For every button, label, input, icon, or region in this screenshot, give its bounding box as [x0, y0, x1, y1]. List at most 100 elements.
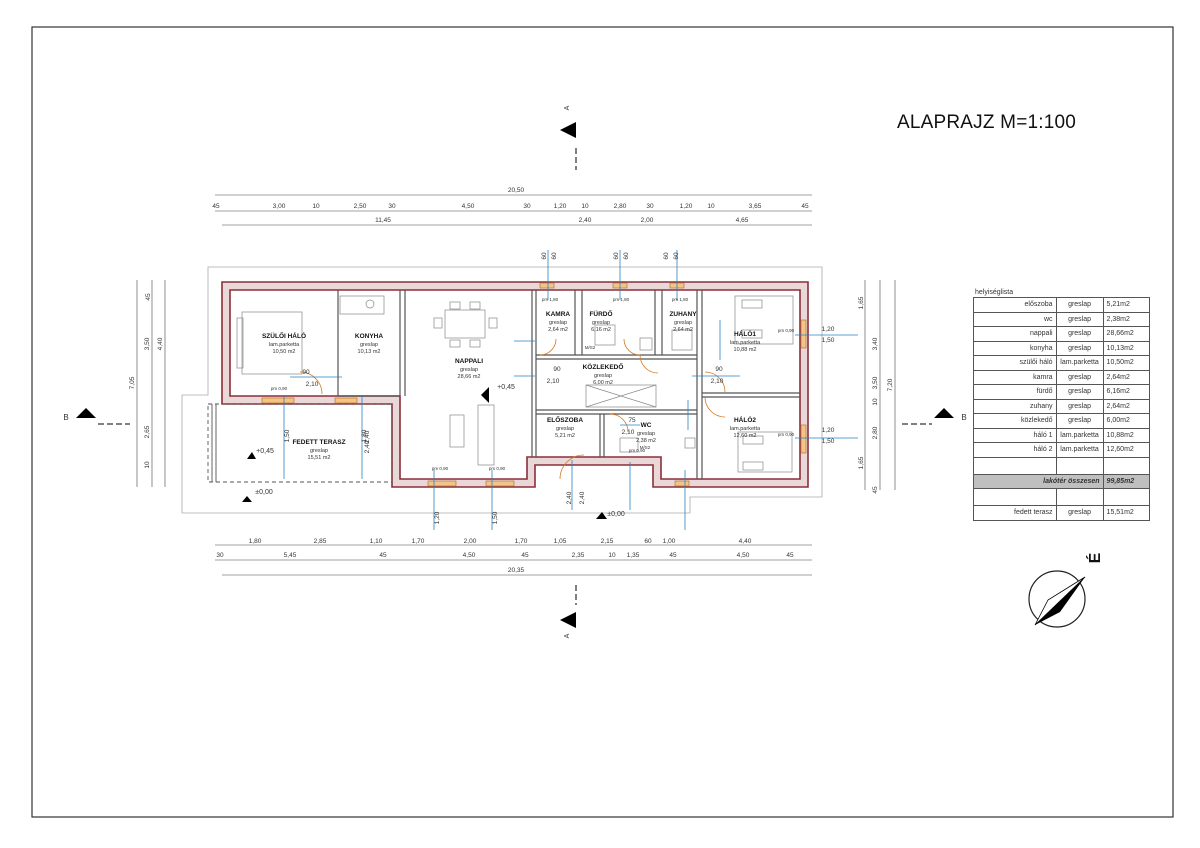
table-cell: greslap: [1055, 505, 1104, 521]
doors: [299, 338, 726, 480]
window-width-label: 60: [551, 252, 558, 260]
table-cell: wc: [973, 311, 1057, 327]
dimension-label: 4,50: [462, 203, 475, 210]
room-floor-zuhany: greslap: [674, 320, 692, 326]
table-cell: [1102, 488, 1151, 506]
sheet-frame: [31, 26, 1174, 818]
room-name-konyha: KONYHA: [355, 333, 383, 340]
table-cell: greslap: [1055, 311, 1104, 327]
room-area-kozlekedo: 6,00 m2: [593, 380, 613, 386]
table-cell: háló 2: [973, 442, 1057, 458]
parapet-label: pm 1,80: [672, 297, 689, 302]
dimension-label: 45: [379, 552, 387, 559]
dimension-label: 30: [388, 203, 396, 210]
room-area-konyha: 10,13 m2: [358, 349, 381, 355]
room-name-wc: WC: [641, 422, 652, 429]
opening-label: 1,20: [822, 326, 835, 333]
room-name-halo2: HÁLÓ2: [734, 415, 756, 424]
opening-label: 2,10: [547, 378, 560, 385]
dimension-label: 7,20: [887, 378, 894, 391]
dimension-label: 11,45: [375, 217, 391, 224]
room-area-kamra: 2,64 m2: [548, 327, 568, 333]
north-label: É: [1085, 552, 1104, 563]
room-area-halo2: 12,60 m2: [734, 433, 757, 439]
room-list-caption: helyiséglista: [975, 289, 1014, 296]
dimension-label: 1,70: [515, 538, 528, 545]
room-name-eloszoba: ELŐSZOBA: [547, 415, 583, 424]
table-cell: előszoba: [973, 297, 1057, 313]
room-area-zuhany: 2,64 m2: [673, 327, 693, 333]
room-floor-kamra: greslap: [549, 320, 567, 326]
table-cell: greslap: [1055, 384, 1104, 400]
dimension-label: 7,05: [129, 376, 136, 389]
dimension-label: 4,50: [463, 552, 476, 559]
table-cell: greslap: [1055, 398, 1104, 414]
table-cell: 10,88m2: [1102, 427, 1151, 443]
table-cell: lam.parketta: [1055, 355, 1104, 371]
table-cell: 2,64m2: [1102, 398, 1151, 414]
terrace: [207, 403, 393, 483]
room-name-nappali: NAPPALI: [455, 358, 483, 365]
opening-label: 90: [553, 366, 561, 373]
room-name-fedett-terasz: FEDETT TERASZ: [292, 439, 345, 446]
table-cell: lam.parketta: [1055, 427, 1104, 443]
level-label: ±0,00: [255, 489, 273, 496]
level-label: ±0,00: [607, 511, 625, 518]
table-cell: 15,51m2: [1102, 505, 1151, 521]
parapet-label: pm 0,90: [778, 328, 795, 333]
section-marker-a-top: A: [564, 105, 571, 110]
table-cell: szülői háló: [973, 355, 1057, 371]
dimension-label: 60: [644, 538, 652, 545]
room-floor-furdo: greslap: [592, 320, 610, 326]
section-marker-a-bottom: A: [564, 633, 571, 638]
room-floor-eloszoba: greslap: [556, 426, 574, 432]
dimension-label: 3,50: [872, 376, 879, 389]
dimension-label: 2,15: [601, 538, 614, 545]
dimension-lines: [136, 194, 896, 576]
opening-label: 1,80: [361, 429, 368, 442]
room-floor-nappali: greslap: [460, 367, 478, 373]
window-width-label: 60: [673, 252, 680, 260]
room-name-szuloi-halo: SZÜLŐI HÁLÓ: [262, 331, 306, 340]
dimension-label: 1,20: [554, 203, 567, 210]
dimension-label: 1,10: [370, 538, 383, 545]
window-width-label: 60: [663, 252, 670, 260]
misc-label: M/S2: [640, 445, 651, 450]
table-cell: 10,13m2: [1102, 340, 1151, 356]
room-area-halo1: 10,88 m2: [734, 347, 757, 353]
room-area-eloszoba: 5,21 m2: [555, 433, 575, 439]
window-width-label: 60: [541, 252, 548, 260]
dimension-label: 10: [707, 203, 715, 210]
table-cell: 12,60m2: [1102, 442, 1151, 458]
dimension-label: 2,80: [872, 426, 879, 439]
dimension-label: 1,05: [554, 538, 567, 545]
room-name-kozlekedo: KÖZLEKEDŐ: [583, 362, 624, 371]
table-cell: lam.parketta: [1055, 442, 1104, 458]
section-marker-b-right: B: [961, 413, 966, 422]
room-name-halo1: HÁLÓ1: [734, 329, 756, 338]
site-outline: [181, 266, 823, 514]
dimension-label: 45: [786, 552, 794, 559]
table-cell: [973, 488, 1057, 506]
opening-label: 1,50: [822, 337, 835, 344]
dimension-label: 1,65: [858, 296, 865, 309]
parapet-label: pm 0,90: [629, 448, 646, 453]
dimension-label: 45: [521, 552, 529, 559]
opening-label: 1,50: [822, 438, 835, 445]
dimension-label: 10: [144, 461, 151, 469]
room-floor-kozlekedo: greslap: [594, 373, 612, 379]
opening-label: 1,50: [284, 429, 291, 442]
section-markers: [76, 122, 954, 628]
dimension-label: 4,40: [739, 538, 752, 545]
dimension-label: 3,40: [872, 337, 879, 350]
